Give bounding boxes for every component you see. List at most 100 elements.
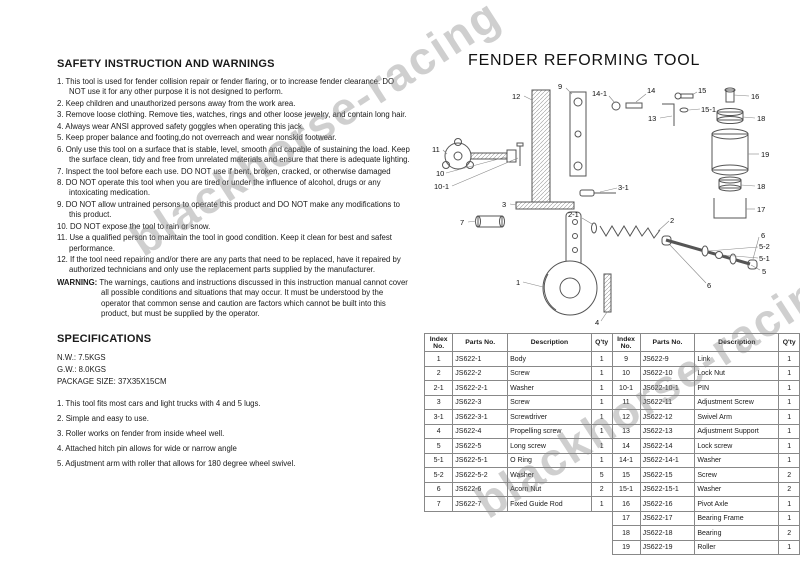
table-row: 4 JS622-4 Propelling screw 1 — [423, 423, 613, 440]
cell-description: O Ring — [507, 452, 592, 469]
item-text: Roller works on fender from inside wheel… — [65, 428, 225, 438]
specification-line: PACKAGE SIZE: 37X35X15CM — [57, 376, 167, 386]
table-row: 13 JS622-13 Adjustment Support 1 — [611, 423, 800, 440]
item-number: 4. — [57, 121, 64, 131]
cell-index: 10 — [611, 365, 641, 382]
callout-5: 5 — [762, 267, 766, 276]
cell-index: 7 — [423, 496, 454, 512]
cell-index: 5-1 — [423, 452, 454, 469]
col-header-description: Description — [694, 332, 780, 353]
cell-parts-no: JS622-11 — [639, 394, 696, 411]
feature-item: 4. Attached hitch pin allows for wide or… — [57, 444, 411, 454]
header-row: Index No. Parts No. Description Q'ty — [611, 332, 800, 353]
safety-instruction-item: 1. This tool is used for fender collisio… — [57, 77, 411, 98]
cell-description: Washer — [694, 481, 780, 498]
callout-1: 1 — [516, 278, 520, 287]
table-row: 14 JS622-14 Lock screw 1 — [611, 438, 800, 454]
parts-table-right: Index No. Parts No. Description Q'ty 9 J… — [611, 332, 800, 556]
cell-description: Body — [507, 351, 592, 367]
cell-description: Bearing Frame — [694, 510, 780, 527]
cell-parts-no: JS622-5 — [452, 438, 509, 454]
cell-qty: 1 — [590, 365, 613, 382]
table-row: 15-1 JS622-15-1 Washer 2 — [611, 481, 800, 498]
item-number: 1. — [57, 398, 64, 408]
item-text: This tool fits most cars and light truck… — [65, 398, 261, 408]
cell-index: 1 — [423, 351, 454, 367]
cell-parts-no: JS622-6 — [452, 481, 509, 498]
callout-15-1: 15-1 — [701, 105, 716, 114]
table-row: 1 JS622-1 Body 1 — [423, 351, 613, 367]
callout-7: 7 — [460, 218, 464, 227]
item-number: 10. — [57, 221, 68, 231]
item-text: Only use this tool on a surface that is … — [65, 144, 410, 165]
cell-index: 18 — [611, 525, 641, 541]
item-text: If the tool need repairing and/or there … — [69, 255, 401, 275]
cell-index: 5 — [423, 438, 454, 454]
cell-description: Bearing — [694, 525, 780, 541]
item-text: DO NOT expose the tool to rain or snow. — [70, 221, 211, 231]
cell-index: 2-1 — [423, 380, 454, 396]
table-row: 9 JS622-9 Link 1 — [611, 351, 800, 367]
cell-index: 19 — [611, 539, 641, 556]
table-row: 19 JS622-19 Roller 1 — [611, 539, 800, 556]
feature-item: 2. Simple and easy to use. — [57, 414, 411, 424]
left-column: SAFETY INSTRUCTION AND WARNINGS 1. This … — [57, 58, 411, 474]
col-header-parts-no: Parts No. — [639, 332, 696, 353]
callout-18: 18 — [757, 114, 765, 123]
cell-index: 5-2 — [423, 467, 454, 483]
callout-11: 11 — [432, 145, 440, 154]
callout-2-1: 2-1 — [568, 210, 579, 219]
item-number: 3. — [57, 110, 64, 120]
specifications-heading: SPECIFICATIONS — [57, 332, 152, 345]
cell-description: PIN — [694, 380, 780, 396]
cell-parts-no: JS622-7 — [452, 496, 509, 512]
cell-qty: 1 — [778, 380, 800, 396]
table-row: 5-2 JS622-5-2 Washer 5 — [423, 467, 613, 483]
warning-paragraph: WARNING: The warnings, cautions and inst… — [57, 278, 411, 320]
cell-index: 2 — [423, 365, 454, 382]
col-header-index: Index No. — [423, 332, 454, 353]
item-number: 11. — [57, 233, 68, 243]
safety-instruction-item: 2. Keep children and unauthorized person… — [57, 99, 411, 109]
cell-parts-no: JS622-16 — [639, 496, 696, 512]
table-row: 10 JS622-10 Lock Nut 1 — [611, 365, 800, 382]
cell-qty: 2 — [778, 525, 800, 541]
callout-3-1: 3-1 — [618, 183, 629, 192]
cell-qty: 5 — [590, 467, 613, 483]
cell-description: Pivot Axle — [694, 496, 780, 512]
callout-13: 13 — [648, 114, 656, 123]
cell-index: 15-1 — [611, 481, 641, 498]
cell-qty: 1 — [590, 423, 613, 440]
item-text: Use a qualified person to maintain the t… — [69, 233, 392, 253]
cell-parts-no: JS622-15 — [639, 467, 696, 483]
cell-description: Adjustment Support — [694, 423, 780, 440]
col-header-qty: Q'ty — [590, 332, 613, 353]
table-row: 12 JS622-12 Swivel Arm 1 — [611, 409, 800, 425]
cell-parts-no: JS622-18 — [639, 525, 696, 541]
cell-qty: 1 — [590, 496, 613, 512]
cell-description: Propelling screw — [507, 423, 592, 440]
cell-qty: 2 — [590, 481, 613, 498]
callout-10: 10 — [436, 169, 444, 178]
cell-index: 10-1 — [611, 380, 641, 396]
feature-item: 3. Roller works on fender from inside wh… — [57, 429, 411, 439]
parts-table-right-header: Index No. Parts No. Description Q'ty — [611, 332, 800, 353]
table-row: 3 JS622-3 Screw 1 — [423, 394, 613, 411]
safety-instruction-item: 5. Keep proper balance and footing,do no… — [57, 133, 411, 143]
specification-line: G.W.: 8.0KGS — [57, 364, 106, 374]
safety-instruction-item: 10. DO NOT expose the tool to rain or sn… — [57, 222, 411, 232]
item-text: DO NOT allow untrained persons to operat… — [65, 199, 400, 220]
item-text: Keep proper balance and footing,do not o… — [65, 133, 337, 143]
cell-index: 14 — [611, 438, 641, 454]
table-row: 15 JS622-15 Screw 2 — [611, 467, 800, 483]
safety-instruction-item: 4. Always wear ANSI approved safety gogg… — [57, 122, 411, 132]
safety-instruction-item: 7. Inspect the tool before each use. DO … — [57, 167, 411, 177]
item-number: 5. — [57, 458, 64, 468]
callout-5-2: 5-2 — [759, 242, 770, 251]
safety-instruction-item: 9. DO NOT allow untrained persons to ope… — [57, 200, 411, 221]
callout-9: 9 — [558, 82, 562, 91]
safety-instructions-list: 1. This tool is used for fender collisio… — [57, 77, 411, 276]
cell-index: 6 — [423, 481, 454, 498]
parts-diagram: 12 9 14-1 14 13 15 15-1 16 18 19 18 17 1… — [432, 82, 770, 327]
